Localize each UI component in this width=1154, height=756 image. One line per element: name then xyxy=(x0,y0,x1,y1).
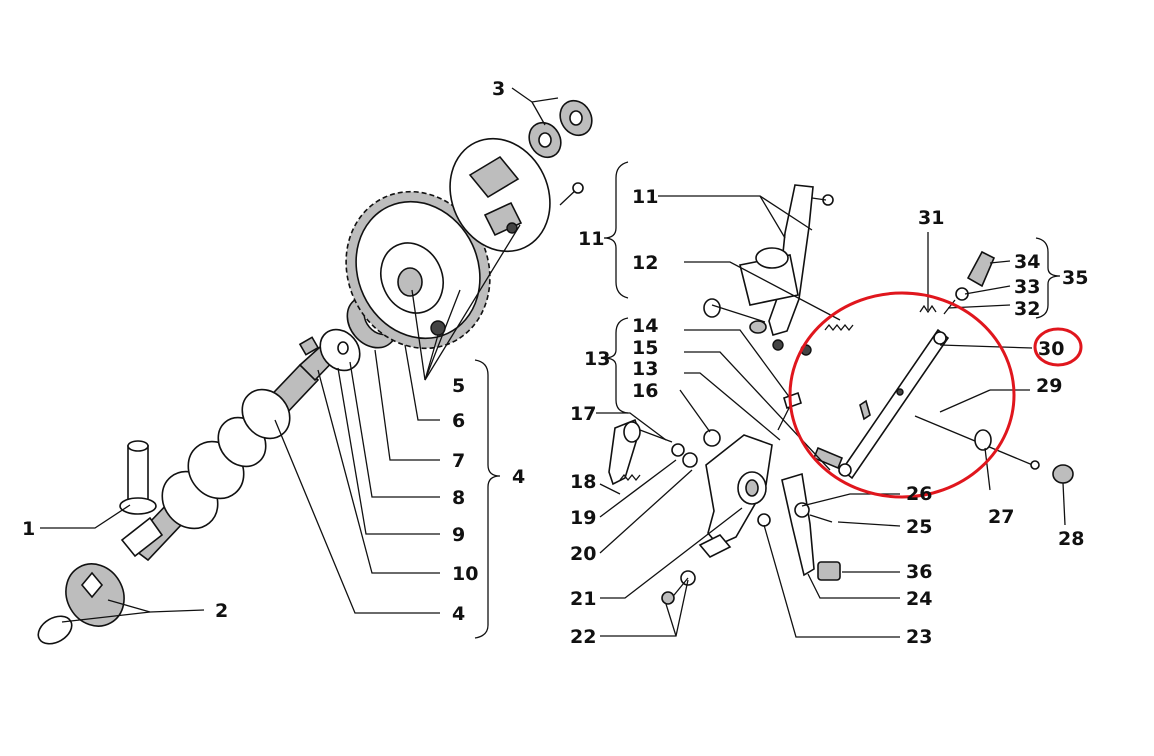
label-35: 35 xyxy=(1062,267,1088,289)
label-23: 23 xyxy=(906,626,932,648)
label-3: 3 xyxy=(492,78,505,100)
label-25: 25 xyxy=(906,516,932,538)
label-21: 21 xyxy=(570,588,596,610)
label-4-group: 4 xyxy=(512,466,525,488)
label-12: 12 xyxy=(632,252,658,274)
label-1: 1 xyxy=(22,518,35,540)
label-8: 8 xyxy=(452,487,465,509)
label-27: 27 xyxy=(988,506,1014,528)
label-18: 18 xyxy=(570,471,596,493)
bracket-4 xyxy=(474,359,501,639)
label-16: 16 xyxy=(632,380,658,402)
governor-lever-part-30 xyxy=(812,328,950,480)
cam-gear-part-7 xyxy=(345,190,491,350)
label-11-part: 11 xyxy=(632,186,658,208)
label-33: 33 xyxy=(1014,276,1040,298)
leader-lines-right xyxy=(596,195,1066,638)
label-9: 9 xyxy=(452,524,465,546)
tappet-part-1 xyxy=(119,440,157,515)
label-26: 26 xyxy=(906,483,932,505)
highlight-circle-lever xyxy=(788,291,1016,499)
label-6: 6 xyxy=(452,410,465,432)
label-14: 14 xyxy=(632,315,658,337)
key-part-10 xyxy=(298,336,320,356)
highlight-circle-callout xyxy=(1033,327,1083,367)
plug-part-28 xyxy=(1052,464,1074,484)
bracket-13 xyxy=(603,317,629,414)
lever-part-17-18 xyxy=(608,418,673,486)
label-31: 31 xyxy=(918,207,944,229)
label-7: 7 xyxy=(452,450,465,472)
bracket-part-24 xyxy=(781,472,815,577)
label-36: 36 xyxy=(906,561,932,583)
flyweight-plate xyxy=(449,137,551,253)
lever-assembly-part-11 xyxy=(739,184,834,336)
bolt-part-14 xyxy=(777,391,802,431)
washer-part-9 xyxy=(319,328,361,372)
camshaft xyxy=(120,336,344,562)
label-34: 34 xyxy=(1014,251,1040,273)
screws-part-22-23-25 xyxy=(661,502,833,605)
label-5: 5 xyxy=(452,375,465,397)
washers-part-3 xyxy=(528,99,593,159)
coupling-part-2 xyxy=(37,563,125,645)
screw-part-small xyxy=(559,182,584,206)
label-24: 24 xyxy=(906,588,932,610)
rod-part-29 xyxy=(914,415,1040,470)
label-2: 2 xyxy=(215,600,228,622)
label-13-group: 13 xyxy=(584,348,610,370)
bracket-35 xyxy=(1035,237,1061,319)
label-32: 32 xyxy=(1014,298,1040,320)
label-15: 15 xyxy=(632,337,658,359)
pad-part-36 xyxy=(817,561,841,581)
label-29: 29 xyxy=(1036,375,1062,397)
leader-lines-left xyxy=(40,87,559,623)
part-labels: 3 1 2 5 6 7 8 9 10 4 4 11 11 12 14 15 13… xyxy=(22,78,1088,648)
label-11-group: 11 xyxy=(578,228,604,250)
label-17: 17 xyxy=(570,403,596,425)
label-13-part: 13 xyxy=(632,358,658,380)
label-20: 20 xyxy=(570,543,596,565)
washers-part-15-16 xyxy=(671,429,721,468)
label-30: 30 xyxy=(1038,338,1064,360)
bracket-11 xyxy=(603,161,629,299)
label-22: 22 xyxy=(570,626,596,648)
label-4-lower: 4 xyxy=(452,603,465,625)
label-10: 10 xyxy=(452,563,478,585)
label-19: 19 xyxy=(570,507,596,529)
label-28: 28 xyxy=(1058,528,1084,550)
support-plate-part-13 xyxy=(698,434,773,558)
